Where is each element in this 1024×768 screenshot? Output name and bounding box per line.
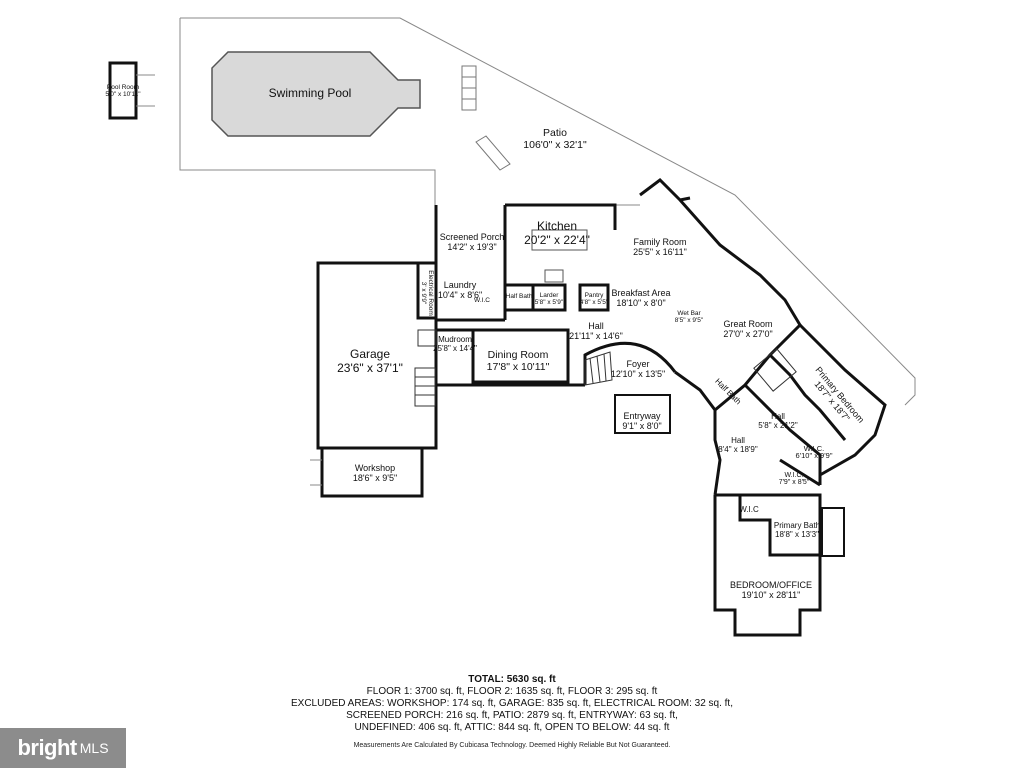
room-swimming-pool: Swimming Pool	[268, 86, 352, 100]
kitchen-island	[531, 229, 588, 251]
totals-line: FLOOR 1: 3700 sq. ft, FLOOR 2: 1635 sq. …	[366, 686, 658, 697]
totals-line: UNDEFINED: 406 sq. ft, ATTIC: 844 sq. ft…	[354, 722, 670, 733]
room-wic-2: W.I.C.7'9" x 8'5"	[778, 472, 810, 486]
stairs	[414, 329, 797, 407]
logo-brand: bright	[17, 735, 77, 760]
logo-suffix: MLS	[79, 740, 109, 756]
totals-line: SCREENED PORCH: 216 sq. ft, PATIO: 2879 …	[346, 710, 678, 721]
house-walls	[316, 178, 887, 637]
pool-room-walls	[108, 61, 138, 120]
area-totals: TOTAL: 5630 sq. ft FLOOR 1: 3700 sq. ft,…	[0, 674, 1024, 734]
disclaimer: Measurements Are Calculated By Cubicasa …	[353, 742, 671, 749]
room-wic-3: W.I.C	[739, 505, 759, 514]
total-area: TOTAL: 5630 sq. ft	[468, 674, 556, 685]
room-half-bath-1: Half Bath	[505, 293, 533, 300]
totals-line: EXCLUDED AREAS: WORKSHOP: 174 sq. ft, GA…	[291, 698, 733, 709]
room-wic-small: W.I.C	[474, 297, 490, 304]
room-wic-1: W.I.C.6'10" x 9'9"	[795, 444, 833, 460]
swimming-pool	[211, 51, 421, 137]
bright-mls-logo: bright MLS	[0, 728, 126, 768]
